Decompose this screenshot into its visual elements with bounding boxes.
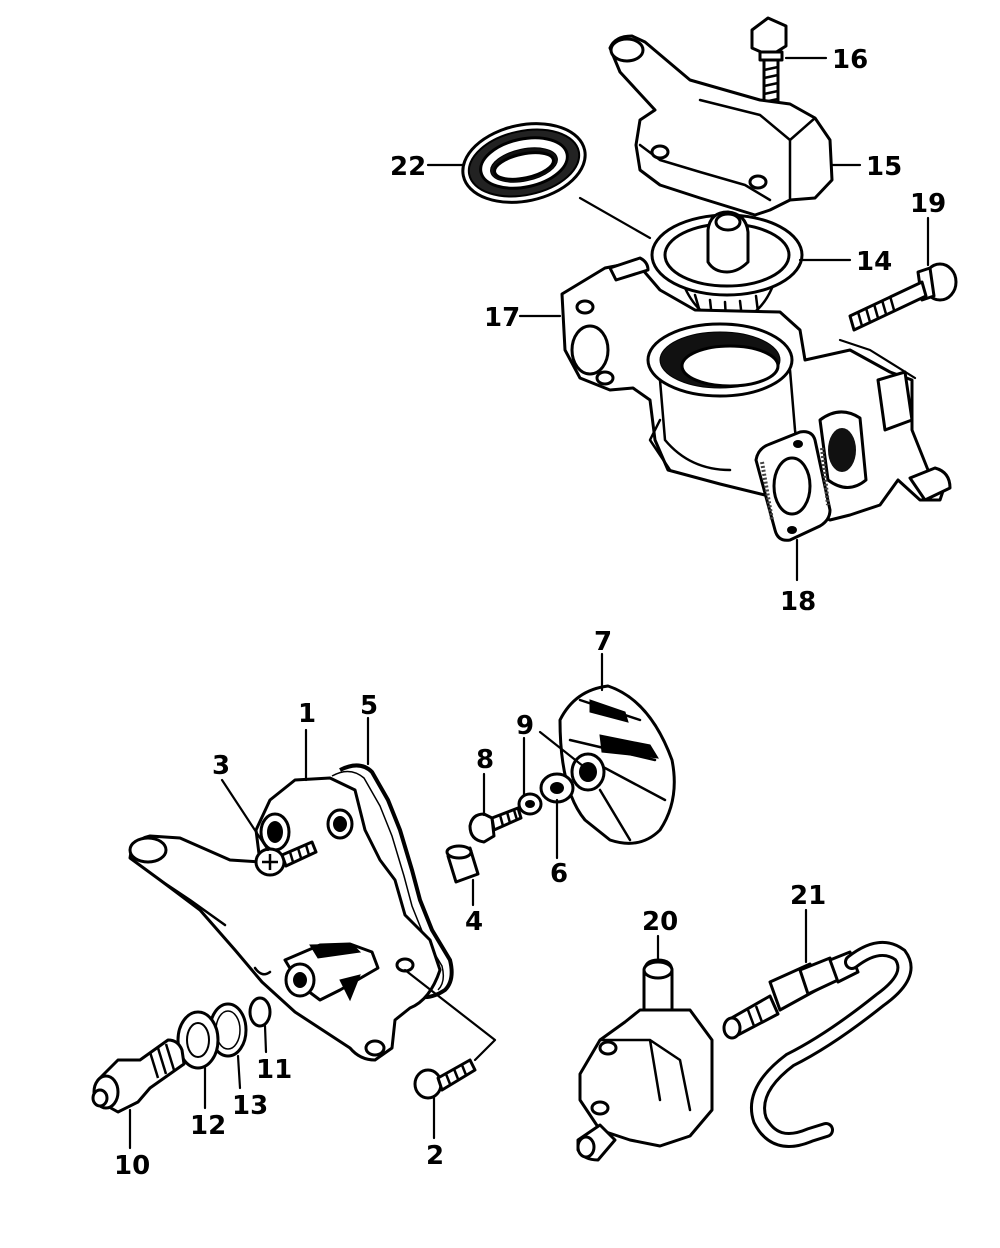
part-20-valve <box>576 958 714 1162</box>
part-9-small-washer <box>517 792 543 816</box>
callout-18: 18 <box>780 587 816 617</box>
part-8-bolt <box>468 806 523 844</box>
part-7-impeller <box>558 684 676 845</box>
callout-14: 14 <box>856 247 892 277</box>
callout-22: 22 <box>390 152 426 182</box>
part-3-screw <box>254 840 318 877</box>
callout-1: 1 <box>298 699 316 729</box>
callout-15: 15 <box>866 152 902 182</box>
callout-9: 9 <box>516 711 534 741</box>
part-4-bushing <box>445 844 480 884</box>
part-6-washer <box>539 772 575 804</box>
part-22-seal-ring <box>461 122 587 204</box>
callout-7: 7 <box>594 627 612 657</box>
part-12-washer <box>176 1010 220 1070</box>
callout-12: 12 <box>190 1111 226 1141</box>
part-1-pump-cover <box>128 776 442 1062</box>
callout-8: 8 <box>476 745 494 775</box>
part-17-pump-body <box>560 256 952 522</box>
callout-16: 16 <box>832 45 868 75</box>
callout-13: 13 <box>232 1091 268 1121</box>
part-11-o-ring <box>248 996 272 1028</box>
callout-5: 5 <box>360 691 378 721</box>
callout-6: 6 <box>550 859 568 889</box>
part-10-drain-plug <box>91 1038 186 1114</box>
part-18-gasket <box>754 430 832 542</box>
callout-21: 21 <box>790 881 826 911</box>
callout-10: 10 <box>114 1151 150 1181</box>
callout-3: 3 <box>212 751 230 781</box>
callout-19: 19 <box>910 189 946 219</box>
callout-11: 11 <box>256 1055 292 1085</box>
callout-20: 20 <box>642 907 678 937</box>
part-15-thermostat-cover <box>608 34 834 217</box>
callout-2: 2 <box>426 1141 444 1171</box>
part-14-thermostat <box>650 210 804 324</box>
part-21-sensor <box>722 940 913 1148</box>
part-16-bolt <box>750 16 788 110</box>
part-5-cover-gasket <box>331 763 454 1000</box>
part-19-long-bolt <box>848 262 958 332</box>
callout-4: 4 <box>465 907 483 937</box>
part-2-screw <box>413 1058 477 1100</box>
callout-17: 17 <box>484 303 520 333</box>
leader-lines <box>128 56 930 1150</box>
callout-labels: 16 15 22 14 19 17 18 7 1 5 3 8 9 6 4 2 1… <box>114 45 946 1181</box>
